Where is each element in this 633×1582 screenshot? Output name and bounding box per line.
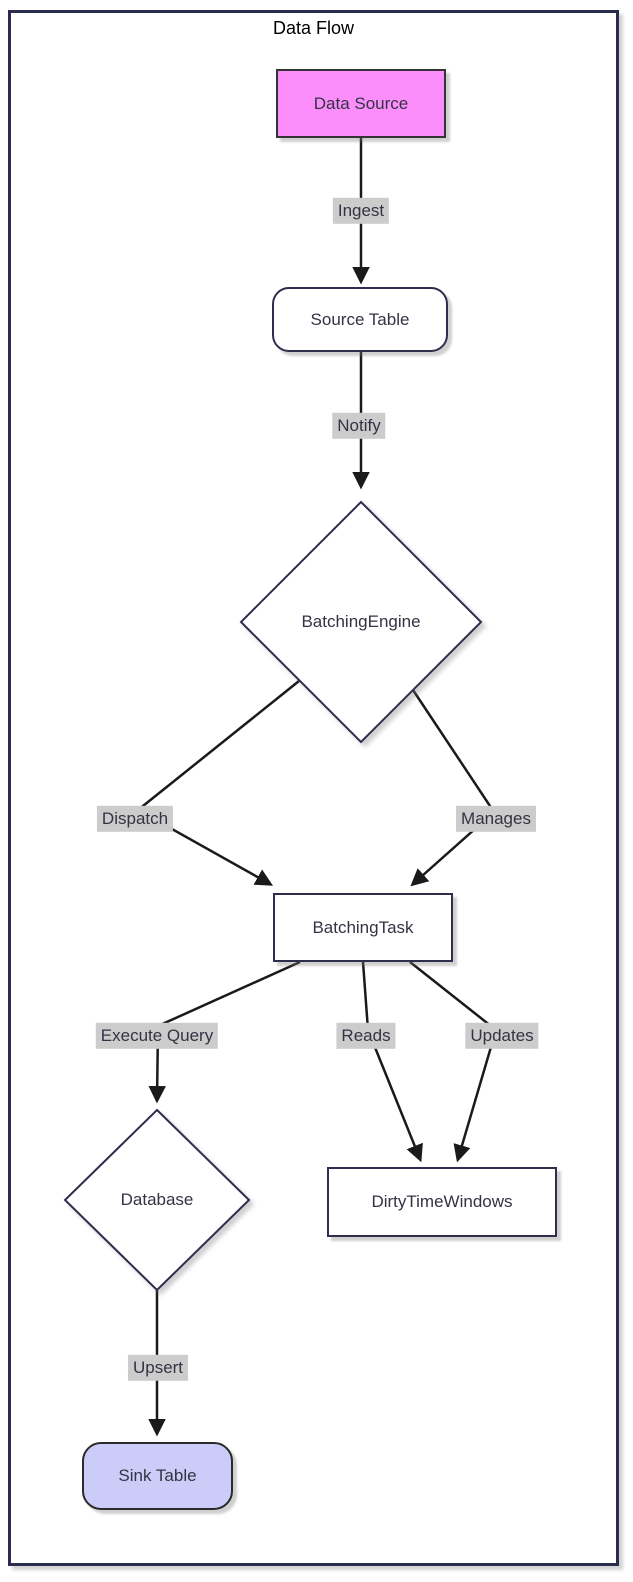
node-batching-engine: BatchingEngine [261, 602, 461, 642]
node-database-label: Database [120, 1190, 194, 1209]
node-data-source-label: Data Source [313, 93, 409, 113]
edge-dispatch [135, 680, 300, 886]
node-sink-table-label: Sink Table [118, 1466, 197, 1485]
edge-label-updates: Updates [465, 1022, 539, 1050]
node-batching-engine-label: BatchingEngine [301, 612, 421, 631]
edge-label-dispatch: Dispatch [96, 805, 174, 833]
node-source-table: Source Table [272, 287, 448, 352]
node-data-source: Data Source [276, 69, 446, 138]
node-sink-table: Sink Table [82, 1442, 233, 1510]
node-batching-engine-shape [239, 500, 483, 744]
node-dirty-time-windows: DirtyTimeWindows [327, 1167, 557, 1237]
edge-label-ingest: Ingest [332, 197, 390, 225]
edge-updates [409, 961, 498, 1163]
dataflow-cluster-frame [8, 10, 619, 1566]
edge-reads [361, 961, 423, 1163]
node-database-shape [63, 1108, 251, 1292]
diagram-title: Data Flow [272, 18, 355, 38]
edge-label-reads: Reads [336, 1022, 396, 1050]
edge-manages [410, 689, 496, 887]
node-batching-task: BatchingTask [273, 893, 453, 962]
node-source-table-label: Source Table [310, 309, 410, 329]
edge-label-manages: Manages [456, 805, 536, 833]
node-database: Database [57, 1180, 257, 1220]
edge-label-notify: Notify [332, 412, 386, 440]
edge-label-execute-query: Execute Query [95, 1022, 219, 1050]
edge-label-upsert: Upsert [127, 1354, 189, 1382]
node-batching-task-label: BatchingTask [312, 917, 414, 937]
node-dirty-time-windows-label: DirtyTimeWindows [371, 1192, 513, 1211]
